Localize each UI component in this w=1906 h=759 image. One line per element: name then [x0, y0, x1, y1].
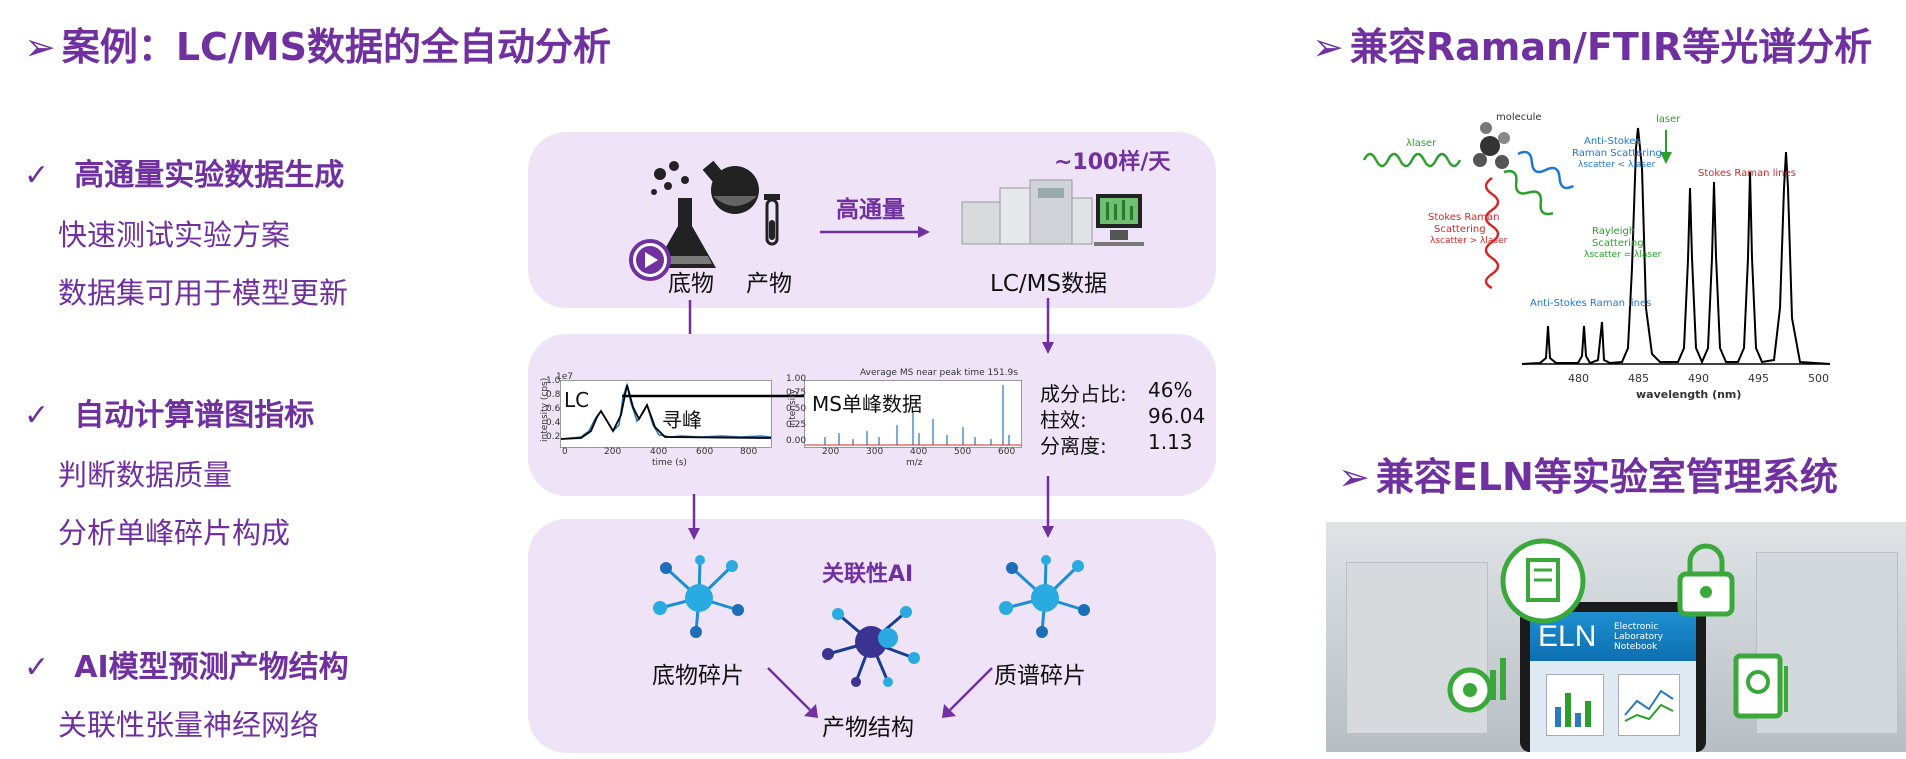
eln-lab-photo: ELN Electronic Laboratory Notebook: [1326, 522, 1906, 752]
tablet-screen: ELN Electronic Laboratory Notebook: [1530, 612, 1696, 752]
checkmark-icon: ✓: [24, 158, 50, 193]
substrate-network-icon: [653, 555, 744, 638]
bullet-group-3: ✓ AI模型预测产物结构: [24, 650, 349, 685]
raman-title: ➢兼容Raman/FTIR等光谱分析: [1312, 25, 1873, 69]
play-icon[interactable]: [628, 238, 672, 282]
gear-chart-icon: [1447, 658, 1506, 713]
line-chart-icon: [1618, 674, 1680, 736]
substrate-fragment-label: 底物碎片: [652, 663, 744, 689]
arrow-right-icon: [820, 226, 930, 238]
product-label: 产物: [746, 271, 792, 297]
ms-plot-ylabel: intensity: [788, 388, 798, 428]
lc-chromatogram-plot: [560, 380, 772, 448]
substrate-label: 底物: [668, 271, 714, 297]
rayleigh-label: Rayleigh: [1592, 226, 1636, 237]
arrow-down-icon: [1042, 298, 1054, 354]
ms-fragment-network-icon: [999, 555, 1090, 638]
ms-plot-xlabel: m/z: [906, 458, 923, 468]
laser-label: laser: [1656, 114, 1681, 125]
eln-logo-text: ELN: [1538, 620, 1597, 653]
bullet-group-1: ✓ 高通量实验数据生成: [24, 158, 345, 193]
arrow-down-icon: [688, 494, 700, 540]
stokes-scatter-label: λscatter > λlaser: [1430, 236, 1508, 246]
lc-plot-xlabel: time (s): [652, 458, 687, 468]
test-tube-icon: [764, 194, 780, 246]
raman-spectrum-figure: [1362, 122, 1831, 365]
ms-peak-data-label: MS单峰数据: [812, 392, 922, 416]
checkmark-icon: ✓: [24, 398, 50, 433]
stokes-scatter-label: Scattering: [1434, 224, 1486, 235]
ms-fragment-label: 质谱碎片: [994, 663, 1086, 689]
bullet-group-2: ✓ 自动计算谱图指标: [24, 398, 315, 433]
molecule-label: molecule: [1496, 112, 1542, 123]
lc-label: LC: [564, 388, 590, 412]
metric-value: 96.04: [1148, 404, 1206, 428]
lcms-instrument-icon: [961, 179, 1144, 246]
triangle-bullet-icon: ➢: [1312, 25, 1344, 69]
anti-stokes-label: λscatter < λlaser: [1578, 160, 1656, 170]
anti-stokes-label: Anti-Stokes: [1584, 136, 1641, 147]
stokes-lines-label: Stokes Raman lines: [1698, 168, 1796, 179]
eln-subtitle: Electronic Laboratory Notebook: [1614, 622, 1664, 652]
metric-value: 1.13: [1148, 430, 1193, 454]
anti-stokes-label: Raman Scattering: [1572, 148, 1662, 159]
ms-plot-title: Average MS near peak time 151.9s: [860, 368, 1018, 378]
document-icon: [1500, 538, 1586, 624]
throughput-rate: ~100样/天: [1054, 150, 1171, 175]
bullet-sub: 判断数据质量: [58, 458, 233, 492]
throughput-arrow-label: 高通量: [836, 197, 905, 223]
ms-trace: [805, 385, 1021, 446]
anti-stokes-lines-label: Anti-Stokes Raman lines: [1530, 298, 1652, 309]
metric-label: 成分占比:: [1040, 382, 1127, 406]
triangle-bullet-icon: ➢: [24, 25, 56, 69]
bullet-sub: 分析单峰碎片构成: [58, 516, 291, 550]
chemistry-flask-icon: [651, 160, 759, 268]
raman-xlabel: wavelength (nm): [1636, 388, 1742, 401]
product-structure-label: 产物结构: [822, 715, 914, 741]
page-title: ➢案例：LC/MS数据的全自动分析: [24, 25, 612, 69]
correlation-ai-label: 关联性AI: [822, 562, 914, 587]
checkmark-icon: ✓: [24, 650, 50, 685]
rayleigh-label: Scattering: [1592, 238, 1644, 249]
ms-spectrum-plot: [804, 380, 1022, 448]
lc-plot-unit: 1e7: [556, 372, 573, 382]
lock-icon: [1677, 543, 1735, 617]
instrument-icon: [1733, 653, 1788, 719]
connector-line: [688, 300, 692, 334]
bar-chart-icon: [1546, 674, 1604, 736]
bullet-sub: 快速测试实验方案: [58, 218, 291, 252]
arrow-diagonal-icon: [767, 667, 818, 718]
laser-in-label: λlaser: [1406, 138, 1437, 149]
peak-finding-label: 寻峰: [662, 408, 702, 432]
bullet-sub: 数据集可用于模型更新: [58, 276, 349, 310]
tablet-device: ELN Electronic Laboratory Notebook: [1520, 602, 1706, 752]
stokes-scatter-label: Stokes Raman: [1428, 212, 1500, 223]
ai-network-icon: [822, 606, 920, 687]
lc-trace: [560, 382, 772, 440]
arrow-down-icon: [1042, 476, 1054, 538]
rayleigh-label: λscatter = λlaser: [1584, 250, 1662, 260]
lcms-data-label: LC/MS数据: [990, 271, 1108, 297]
arrow-diagonal-icon: [942, 667, 993, 718]
metric-label: 分离度:: [1040, 434, 1107, 458]
bullet-sub: 关联性张量神经网络: [58, 708, 320, 742]
eln-title: ➢兼容ELN等实验室管理系统: [1338, 455, 1838, 499]
metric-value: 46%: [1148, 378, 1193, 402]
triangle-bullet-icon: ➢: [1338, 455, 1370, 499]
metric-label: 柱效:: [1040, 408, 1087, 432]
